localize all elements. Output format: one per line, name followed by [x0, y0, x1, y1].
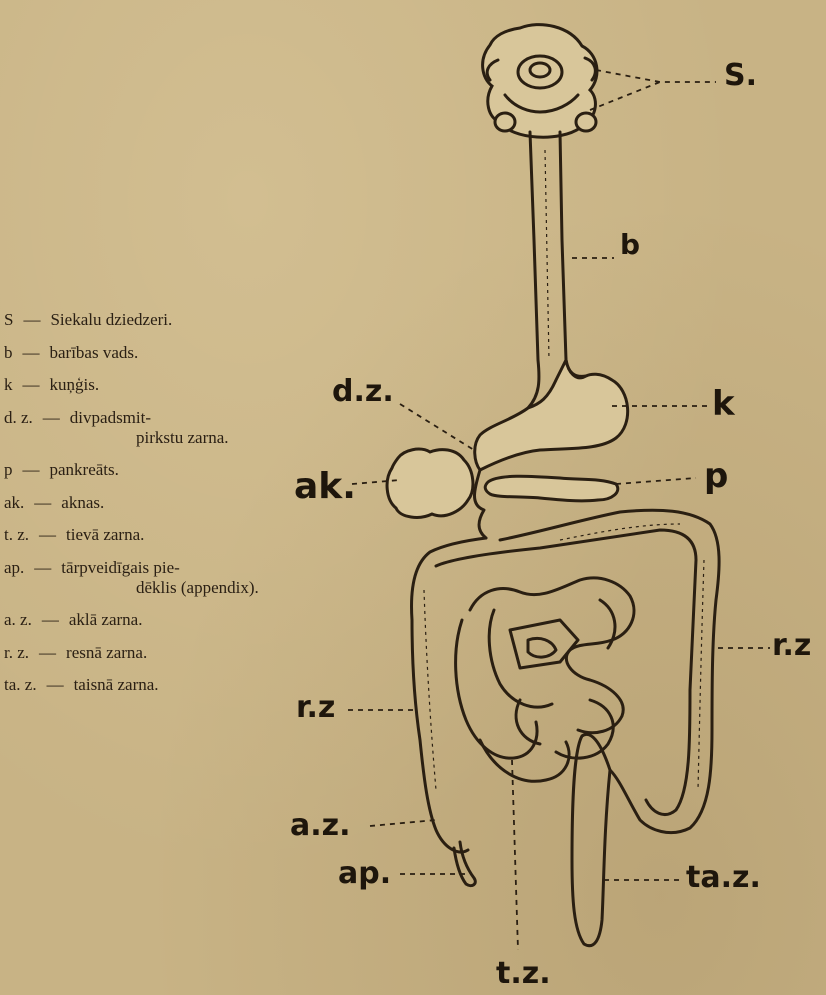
- legend-abbr: d. z.: [4, 408, 33, 427]
- legend-item: ak. — aknas.: [4, 493, 104, 513]
- legend-abbr: k: [4, 375, 13, 394]
- legend-abbr: ak.: [4, 493, 24, 512]
- label-tz: t.z.: [496, 956, 551, 991]
- legend-dash: —: [39, 525, 56, 544]
- legend-text: resnā zarna.: [66, 643, 147, 662]
- label-p: p: [704, 456, 728, 496]
- legend-item: b — barības vads.: [4, 343, 138, 363]
- legend-item: p — pankreāts.: [4, 460, 119, 480]
- legend-text: tārpveidīgais pie-: [61, 558, 180, 577]
- legend-dash: —: [23, 460, 40, 479]
- legend-text: aklā zarna.: [69, 610, 143, 629]
- legend-item: S — Siekalu dziedzeri.: [4, 310, 172, 330]
- legend-dash: —: [34, 558, 51, 577]
- legend-abbr: a. z.: [4, 610, 32, 629]
- legend-dash: —: [42, 610, 59, 629]
- small-intestine: [456, 578, 634, 781]
- legend-abbr: ta. z.: [4, 675, 37, 694]
- legend-item: ta. z. — taisnā zarna.: [4, 675, 159, 695]
- legend-dash: —: [39, 643, 56, 662]
- legend-text: aknas.: [61, 493, 104, 512]
- label-ak: ak.: [294, 466, 356, 507]
- legend-text: pankreāts.: [50, 460, 119, 479]
- liver: [387, 449, 473, 517]
- legend-abbr: p: [4, 460, 13, 479]
- duodenum: [475, 470, 487, 538]
- legend-dash: —: [47, 675, 64, 694]
- label-k: k: [712, 384, 735, 424]
- salivary-glands: [483, 25, 597, 138]
- legend-item: d. z. — divpadsmit-: [4, 408, 151, 428]
- pancreas: [485, 476, 618, 501]
- legend-text-continued: pirkstu zarna.: [136, 428, 229, 448]
- legend-item: ap. — tārpveidīgais pie-: [4, 558, 180, 578]
- legend-text: divpadsmit-: [70, 408, 151, 427]
- rectum: [572, 734, 610, 945]
- legend-abbr: S: [4, 310, 13, 329]
- legend-text: tievā zarna.: [66, 525, 144, 544]
- legend-text: barības vads.: [50, 343, 139, 362]
- legend-text-continued: dēklis (appendix).: [136, 578, 259, 598]
- legend-text: kuņģis.: [50, 375, 100, 394]
- legend-dash: —: [23, 375, 40, 394]
- label-dz: d.z.: [332, 374, 394, 409]
- label-ap: ap.: [338, 856, 391, 891]
- legend-abbr: ap.: [4, 558, 24, 577]
- esophagus: [528, 132, 586, 408]
- legend-abbr: t. z.: [4, 525, 29, 544]
- label-s: S.: [724, 58, 757, 93]
- legend-text: Siekalu dziedzeri.: [50, 310, 172, 329]
- leader-dz: [400, 404, 474, 450]
- legend-abbr: r. z.: [4, 643, 29, 662]
- label-b: b: [620, 228, 640, 261]
- legend-item: a. z. — aklā zarna.: [4, 610, 142, 630]
- legend-abbr: b: [4, 343, 13, 362]
- legend-item: r. z. — resnā zarna.: [4, 643, 147, 663]
- legend-text: taisnā zarna.: [74, 675, 159, 694]
- legend-item: t. z. — tievā zarna.: [4, 525, 144, 545]
- legend-dash: —: [23, 343, 40, 362]
- leader-az: [370, 820, 436, 826]
- leader-s: [590, 70, 716, 110]
- stomach: [475, 360, 628, 470]
- appendix: [454, 842, 475, 886]
- legend-dash: —: [23, 310, 40, 329]
- label-az: a.z.: [290, 808, 351, 843]
- legend-item: k — kuņģis.: [4, 375, 99, 395]
- label-rz-right: r.z: [772, 628, 811, 663]
- label-rz-left: r.z: [296, 690, 335, 725]
- legend-dash: —: [43, 408, 60, 427]
- legend-dash: —: [34, 493, 51, 512]
- label-taz: ta.z.: [686, 860, 761, 895]
- leader-p: [616, 478, 696, 484]
- leader-tz: [512, 760, 518, 950]
